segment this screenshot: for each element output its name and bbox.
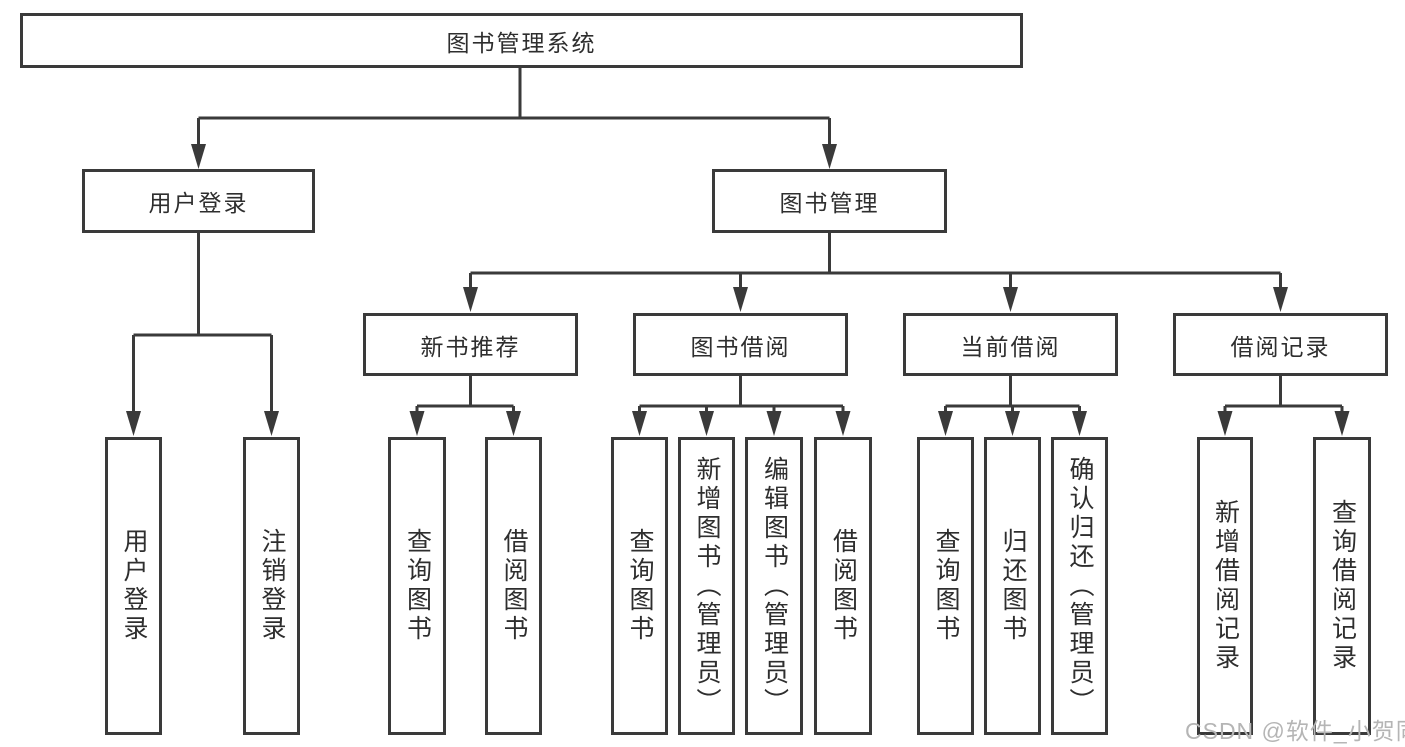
leaf-add-borrow-record: 新增借阅记录	[1197, 437, 1253, 735]
node-library-management-system: 图书管理系统	[20, 13, 1023, 68]
node-new-book-recommendation: 新书推荐	[363, 313, 578, 376]
leaf-confirm-return-admin: 确认归还（管理员）	[1051, 437, 1108, 735]
leaf-borrow-books-recommend: 借阅图书	[485, 437, 542, 735]
leaf-query-books-borrow: 查询图书	[611, 437, 668, 735]
leaf-logout: 注销登录	[243, 437, 300, 735]
node-book-borrowing: 图书借阅	[633, 313, 848, 376]
csdn-watermark: CSDN @软件_小贺同学	[1185, 718, 1405, 744]
leaf-edit-books-admin: 编辑图书（管理员）	[745, 437, 803, 735]
leaf-user-login: 用户登录	[105, 437, 162, 735]
leaf-add-books-admin: 新增图书（管理员）	[678, 437, 735, 735]
node-borrowing-records: 借阅记录	[1173, 313, 1388, 376]
leaf-query-borrow-record: 查询借阅记录	[1313, 437, 1371, 735]
node-book-management: 图书管理	[712, 169, 947, 233]
node-user-login: 用户登录	[82, 169, 315, 233]
arrowheads	[126, 144, 1350, 436]
node-current-borrowing: 当前借阅	[903, 313, 1118, 376]
leaf-query-books-current: 查询图书	[917, 437, 974, 735]
leaf-return-books: 归还图书	[984, 437, 1041, 735]
leaf-borrow-books: 借阅图书	[814, 437, 872, 735]
leaf-query-books-recommend: 查询图书	[388, 437, 446, 735]
